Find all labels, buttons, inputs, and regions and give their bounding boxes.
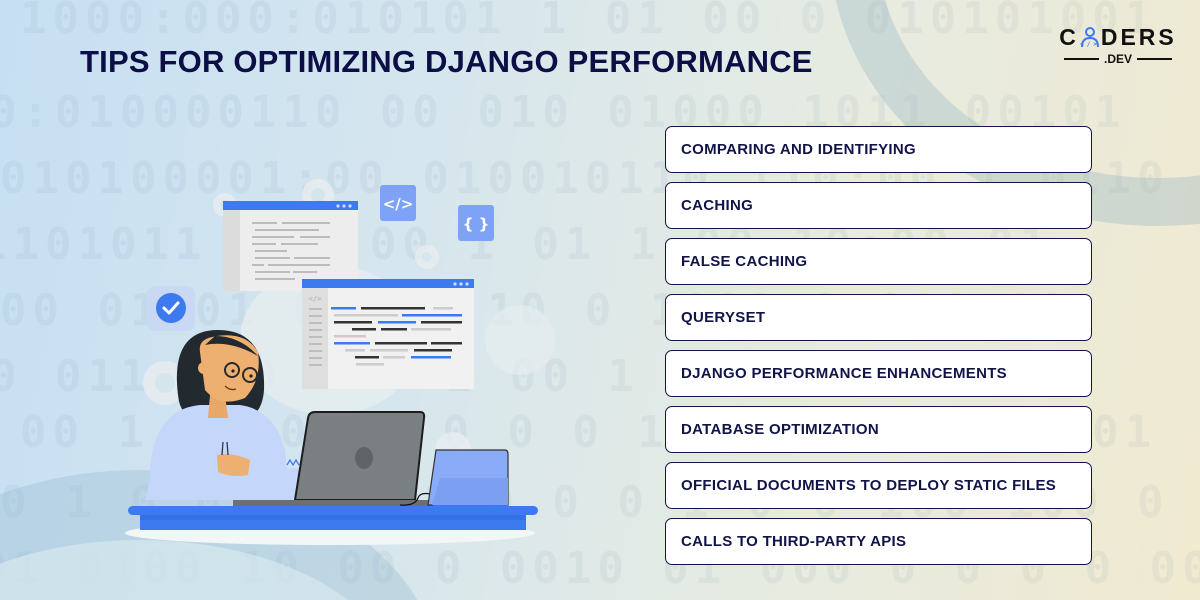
- apple-logo-icon: [355, 447, 373, 469]
- tip-label: FALSE CACHING: [681, 253, 808, 270]
- laptop: [233, 411, 433, 506]
- tip-label: CACHING: [681, 197, 754, 214]
- coders-dev-logo[interactable]: C </> DERS .DEV: [1059, 24, 1174, 66]
- code-tag-badge-icon: </>: [380, 185, 416, 221]
- logo-domain: .DEV: [1104, 52, 1133, 66]
- svg-text:</>: </>: [309, 295, 322, 303]
- tip-item-caching[interactable]: CACHING: [665, 182, 1092, 229]
- tip-item-false-caching[interactable]: FALSE CACHING: [665, 238, 1092, 285]
- svg-text:</>: </>: [383, 195, 414, 213]
- logo-subtitle: .DEV: [1064, 52, 1173, 66]
- developer-person: [145, 330, 302, 500]
- divider: [1064, 58, 1099, 60]
- tip-item-comparing-and-identifying[interactable]: COMPARING AND IDENTIFYING: [665, 126, 1092, 173]
- tip-label: QUERYSET: [681, 309, 766, 326]
- code-editor-window-front: </>: [302, 279, 474, 389]
- checkmark-badge-icon: [147, 286, 195, 331]
- code-editor-window-back: [223, 201, 358, 291]
- logo-letters: DERS: [1100, 24, 1177, 50]
- developer-illustration: </> </> { }: [125, 179, 555, 545]
- tip-item-third-party-apis[interactable]: CALLS TO THIRD-PARTY APIS: [665, 518, 1092, 565]
- curly-braces-badge-icon: { }: [458, 205, 494, 241]
- tip-item-django-performance-enhancements[interactable]: DJANGO PERFORMANCE ENHANCEMENTS: [665, 350, 1092, 397]
- tip-item-database-optimization[interactable]: DATABASE OPTIMIZATION: [665, 406, 1092, 453]
- svg-text:</>: </>: [1080, 41, 1100, 48]
- tip-item-queryset[interactable]: QUERYSET: [665, 294, 1092, 341]
- coder-person-icon: </>: [1080, 26, 1100, 48]
- tablet: [427, 449, 509, 506]
- tip-item-official-documents-static-files[interactable]: OFFICIAL DOCUMENTS TO DEPLOY STATIC FILE…: [665, 462, 1092, 509]
- logo-letter: C: [1059, 24, 1079, 50]
- desk: [125, 506, 538, 545]
- tip-label: COMPARING AND IDENTIFYING: [681, 141, 916, 158]
- divider: [1137, 58, 1173, 60]
- tip-label: DATABASE OPTIMIZATION: [681, 421, 879, 438]
- tip-label: CALLS TO THIRD-PARTY APIS: [681, 533, 907, 550]
- tips-list: COMPARING AND IDENTIFYING CACHING FALSE …: [665, 126, 1092, 574]
- svg-text:{ }: { }: [463, 215, 490, 233]
- logo-wordmark: C </> DERS: [1059, 24, 1174, 50]
- page-title: TIPS FOR OPTIMIZING DJANGO PERFORMANCE: [80, 44, 813, 79]
- tip-label: OFFICIAL DOCUMENTS TO DEPLOY STATIC FILE…: [681, 477, 1057, 494]
- tip-label: DJANGO PERFORMANCE ENHANCEMENTS: [681, 365, 1007, 382]
